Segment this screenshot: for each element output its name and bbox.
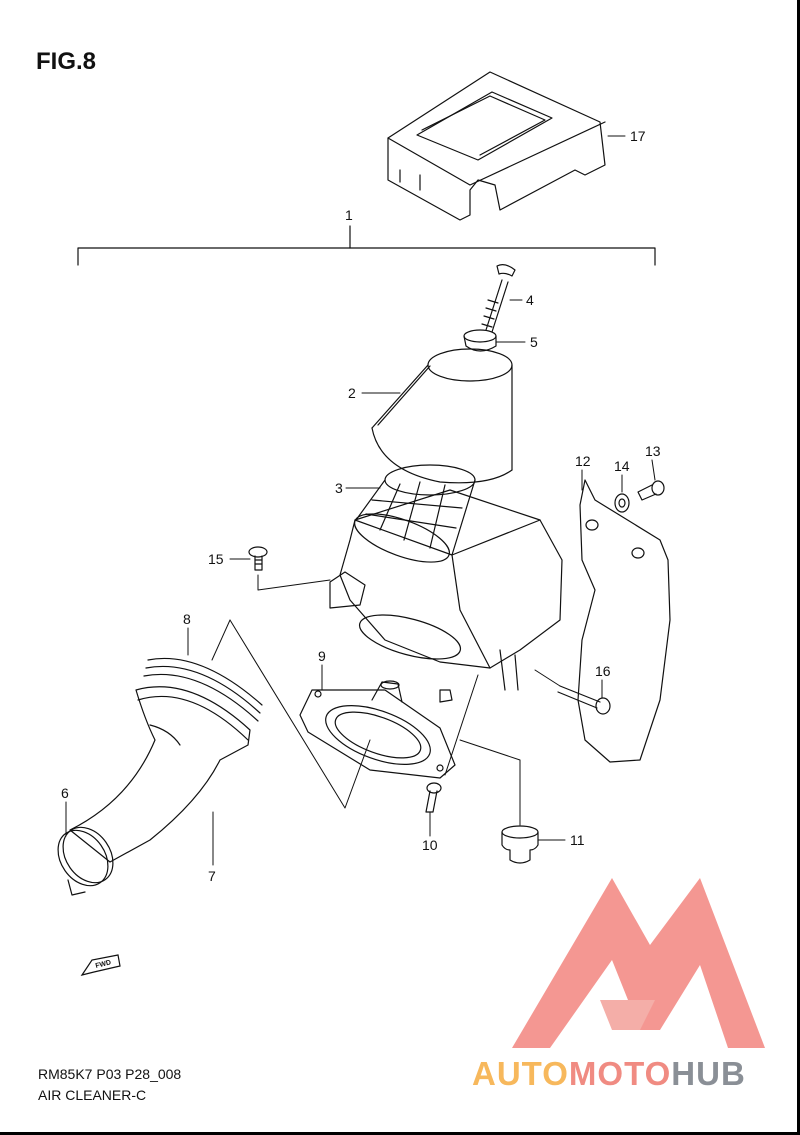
part-14-washer — [614, 493, 630, 513]
part-3-cage — [354, 464, 476, 563]
callout-4: 4 — [526, 292, 534, 308]
callout-2: 2 — [348, 385, 356, 401]
watermark-logo-icon — [512, 878, 765, 1048]
part-16-bolt — [557, 685, 611, 715]
assembly-lines — [211, 574, 561, 826]
figure-title: FIG.8 — [36, 48, 97, 75]
part-7-duct — [69, 686, 251, 863]
leader-lines — [65, 135, 656, 866]
watermark-part-b: MOTO — [568, 1055, 672, 1092]
part-11-grommet — [501, 825, 539, 864]
part-13-bolt — [637, 480, 665, 501]
part-8-clamp — [143, 657, 263, 722]
part-10-screw — [425, 782, 442, 813]
watermark-part-c: HUB — [671, 1055, 746, 1092]
part-9-flange — [299, 680, 456, 779]
diagram-caption: AIR CLEANER-C — [38, 1087, 147, 1103]
fwd-arrow-icon: FWD — [80, 954, 121, 976]
assembly-bracket-1 — [77, 225, 656, 266]
callout-17: 17 — [630, 128, 646, 144]
bottom-border — [0, 1132, 800, 1135]
callout-15: 15 — [208, 551, 224, 567]
callout-6: 6 — [61, 785, 69, 801]
watermark-text: AUTOMOTOHUB — [472, 1055, 746, 1093]
part-15-screw — [248, 546, 268, 571]
watermark-part-a: AUTO — [472, 1055, 569, 1092]
callout-labels: 17 1 4 5 2 3 15 12 14 13 16 8 9 6 7 10 1… — [61, 128, 661, 884]
callout-5: 5 — [530, 334, 538, 350]
part-17-cover — [387, 71, 606, 221]
part-6-clamp — [57, 826, 114, 896]
callout-13: 13 — [645, 443, 661, 459]
callout-10: 10 — [422, 837, 438, 853]
callout-3: 3 — [335, 480, 343, 496]
callout-8: 8 — [183, 611, 191, 627]
part-4-wing-bolt — [481, 264, 516, 333]
fwd-label: FWD — [95, 959, 112, 970]
diagram-code: RM85K7 P03 P28_008 — [38, 1066, 182, 1082]
callout-7: 7 — [208, 868, 216, 884]
callout-12: 12 — [575, 453, 591, 469]
callout-1: 1 — [345, 207, 353, 223]
callout-14: 14 — [614, 458, 630, 474]
callout-11: 11 — [570, 832, 585, 848]
callout-16: 16 — [595, 663, 611, 679]
right-border — [797, 0, 800, 1135]
part-12-bracket — [577, 479, 671, 763]
part-2-filter — [371, 348, 513, 484]
part-5-spacer — [463, 329, 497, 352]
air-cleaner-box — [329, 489, 563, 703]
callout-9: 9 — [318, 648, 326, 664]
